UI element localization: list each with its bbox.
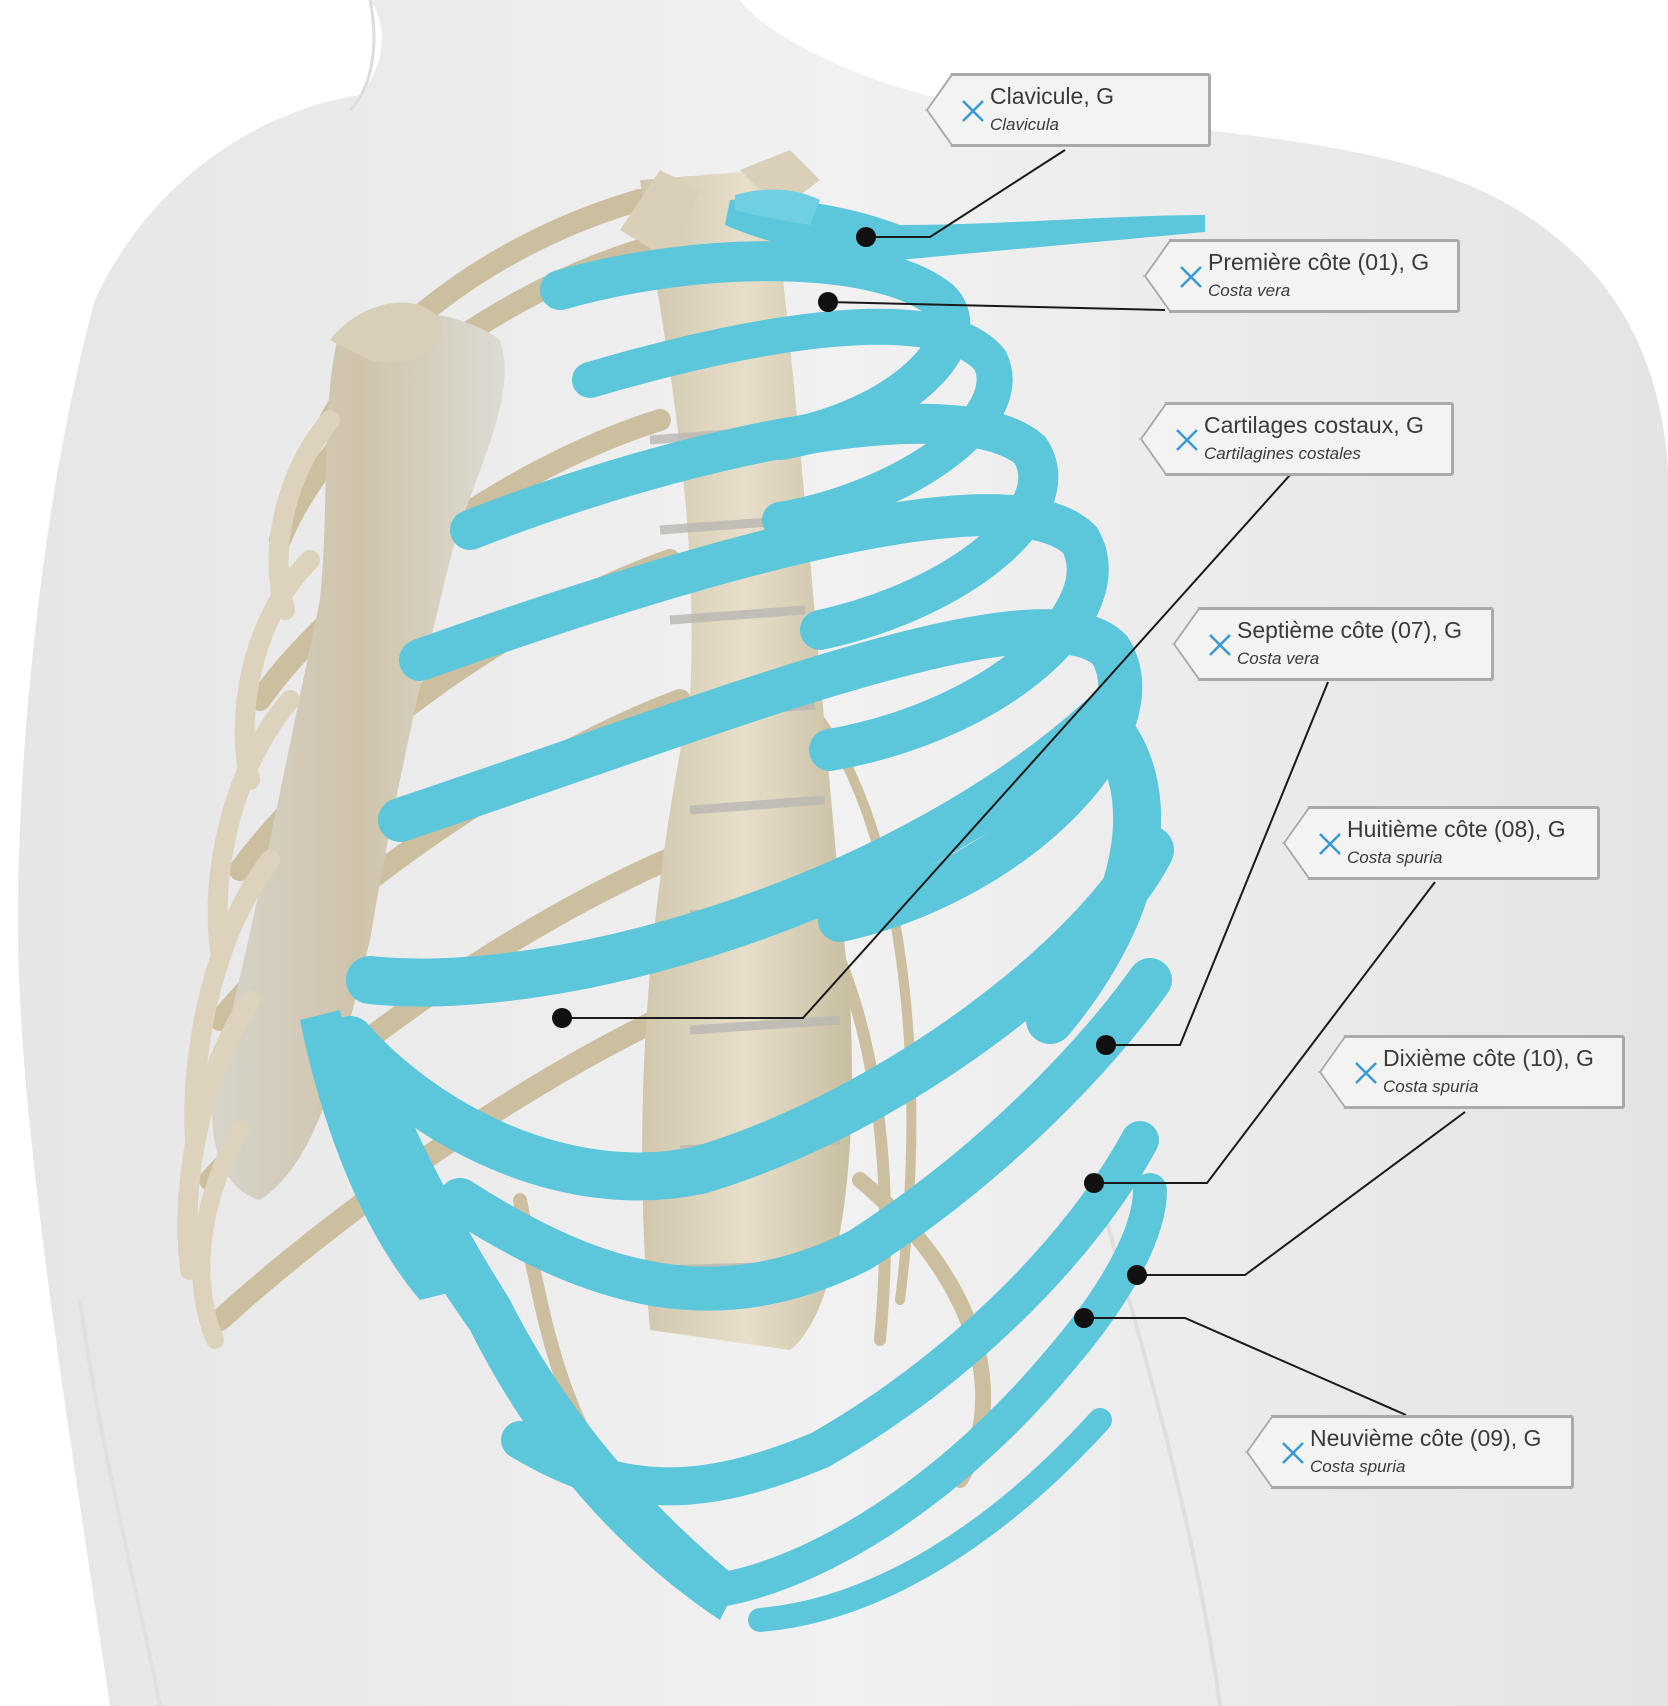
anchor-huitieme-cote: [1084, 1173, 1104, 1193]
anchor-dixieme-cote: [1127, 1265, 1147, 1285]
rib-01: [540, 241, 971, 460]
close-icon[interactable]: [958, 96, 988, 126]
label-title: Cartilages costaux, G: [1204, 412, 1424, 438]
close-icon[interactable]: [1205, 630, 1235, 660]
rib-03: [450, 403, 1059, 650]
anchor-septieme-cote: [1096, 1035, 1116, 1055]
label-title: Clavicule, G: [990, 83, 1114, 109]
label-cartilages[interactable]: Cartilages costaux, G Cartilagines costa…: [1139, 402, 1454, 476]
label-latin-name: Costa spuria: [1383, 1077, 1479, 1096]
label-huitieme-cote[interactable]: Huitième côte (08), G Costa spuria: [1282, 806, 1600, 880]
label-title: Neuvième côte (09), G: [1310, 1425, 1542, 1451]
label-latin-name: Cartilagines costales: [1204, 444, 1361, 463]
anchor-cartilages: [552, 1008, 572, 1028]
close-icon[interactable]: [1176, 262, 1206, 292]
label-latin-name: Costa vera: [1208, 281, 1291, 300]
label-clavicule[interactable]: Clavicule, G Clavicula: [925, 73, 1211, 147]
label-outline: [1319, 1036, 1624, 1108]
label-latin-name: Costa spuria: [1310, 1457, 1406, 1476]
highlighted-cartilages[interactable]: [300, 1010, 740, 1620]
label-title: Huitième côte (08), G: [1347, 816, 1566, 842]
label-premiere-cote[interactable]: Première côte (01), G Costa vera: [1143, 239, 1460, 313]
close-icon[interactable]: [1278, 1438, 1308, 1468]
close-icon[interactable]: [1172, 425, 1202, 455]
label-neuvieme-cote[interactable]: Neuvième côte (09), G Costa spuria: [1245, 1415, 1574, 1489]
rib-08: [438, 958, 1172, 1311]
anchor-premiere-cote: [818, 292, 838, 312]
highlighted-clavicle[interactable]: [725, 189, 1205, 262]
close-icon[interactable]: [1315, 829, 1345, 859]
label-outline: [1140, 403, 1453, 475]
label-outline: [1144, 240, 1459, 312]
rib-11: [748, 1408, 1112, 1632]
rib-10: [703, 1173, 1167, 1607]
sternum: [212, 302, 505, 1200]
rib-05: [378, 609, 1143, 942]
label-outline: [926, 74, 1210, 146]
label-latin-name: Costa vera: [1237, 649, 1320, 668]
highlighted-ribs[interactable]: [326, 241, 1174, 1632]
left-ribs: [177, 410, 340, 1349]
label-dixieme-cote[interactable]: Dixième côte (10), G Costa spuria: [1318, 1035, 1625, 1109]
label-outline: [1283, 807, 1599, 879]
label-septieme-cote[interactable]: Septième côte (07), G Costa vera: [1172, 607, 1494, 681]
label-title: Septième côte (07), G: [1237, 617, 1462, 643]
rib-04: [399, 494, 1109, 771]
label-title: Dixième côte (10), G: [1383, 1045, 1594, 1071]
close-icon[interactable]: [1351, 1058, 1381, 1088]
anchor-clavicule: [856, 227, 876, 247]
label-outline: [1173, 608, 1493, 680]
label-latin-name: Costa spuria: [1347, 848, 1443, 867]
anchor-dots[interactable]: [552, 227, 1147, 1328]
rib-02: [572, 308, 1013, 538]
label-outline: [1246, 1416, 1573, 1488]
label-latin-name: Clavicula: [990, 115, 1059, 134]
leader-lines: [562, 149, 1466, 1416]
label-title: Première côte (01), G: [1208, 249, 1430, 275]
anchor-neuvieme-cote: [1074, 1308, 1094, 1328]
rib-07: [326, 826, 1174, 1201]
